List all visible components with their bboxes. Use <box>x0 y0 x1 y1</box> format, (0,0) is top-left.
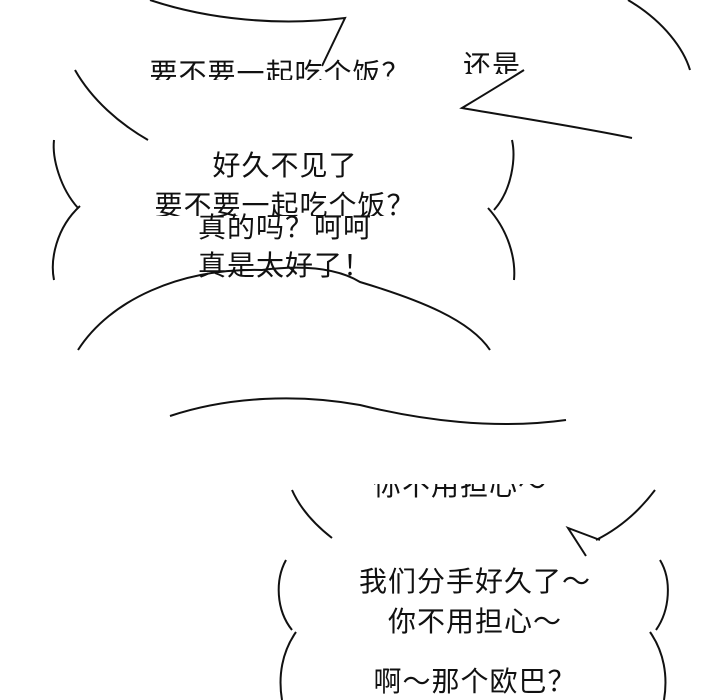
speech-bubble-lower: 啊～那个欧巴？ <box>300 664 650 700</box>
speech-bubble-lower: 真的吗？呵呵 真是太好了！ <box>120 210 450 286</box>
speech-bubble-middle: 好久不见了 要不要一起吃个饭？ <box>120 150 450 217</box>
speech-text: 你不用担心～ <box>387 605 562 635</box>
speech-text: 要不要一起吃个饭？ <box>149 57 411 81</box>
speech-bubble-tail-top-right <box>459 69 633 139</box>
speech-bubble-middle: 我们分手好久了～ 你不用担心～ <box>300 564 650 635</box>
speech-bubble-top: 你不用担心～ <box>330 484 590 498</box>
speech-text: 我们分手好久了～ <box>358 565 591 598</box>
speech-text: 要不要一起吃个饭？ <box>154 189 416 217</box>
speech-text: 好久不见了 <box>212 150 358 182</box>
speech-bubble-tail-top-left <box>149 0 347 67</box>
speech-text: 真的吗？呵呵 <box>197 211 372 244</box>
speech-bubble-edge-left <box>74 69 149 141</box>
speech-bubble-top: 要不要一起吃个饭？ <box>130 54 430 81</box>
speech-text: 你不用担心～ <box>330 484 590 498</box>
speech-text-fragment: 还是 <box>462 50 521 75</box>
speech-bubble-outline-top-right <box>627 0 691 71</box>
speech-text: 真是太好了！ <box>197 249 372 282</box>
speech-text: 啊～那个欧巴？ <box>373 665 577 698</box>
speech-bubble-tail-bottom <box>565 526 601 557</box>
speech-bubble-top-arc <box>169 397 567 426</box>
speech-bubble-outline-top-left <box>150 0 405 66</box>
speech-bubble-edge-right <box>291 489 333 539</box>
speech-bubble-outline-lower <box>77 266 491 351</box>
